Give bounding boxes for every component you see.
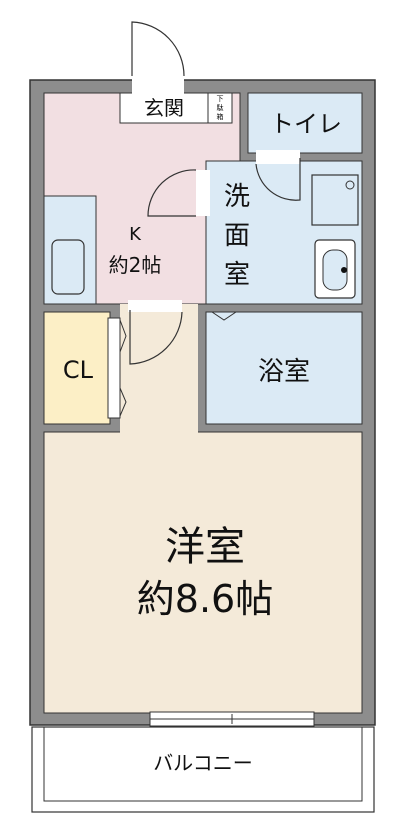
kitchen-sink-icon bbox=[51, 239, 85, 295]
toilet-door-icon bbox=[255, 158, 301, 201]
bath-door-icon bbox=[211, 311, 237, 321]
western-room-floor bbox=[43, 431, 363, 714]
entrance-door-icon bbox=[131, 21, 185, 77]
western-label-line2: 約8.6帖 bbox=[137, 577, 273, 621]
balcony-rail bbox=[43, 726, 363, 802]
hallway-floor bbox=[120, 304, 198, 434]
closet-door-icon bbox=[119, 319, 127, 417]
shoe-box-label-1: 下 bbox=[217, 95, 224, 103]
balcony-floor bbox=[31, 726, 375, 813]
senmenjo-door-icon bbox=[147, 169, 197, 217]
genkan-label: 玄関 bbox=[144, 96, 184, 120]
shoe-box-icon bbox=[207, 92, 233, 124]
hall-door-icon bbox=[129, 310, 183, 365]
senmenjo-label-1: 洗 bbox=[224, 182, 250, 212]
senmenjo-label-3: 室 bbox=[224, 260, 250, 290]
bath-label: 浴室 bbox=[258, 357, 310, 387]
toilet-label: トイレ bbox=[270, 110, 342, 138]
shoe-box-label-3: 箱 bbox=[217, 112, 224, 121]
washer-drain-icon bbox=[345, 180, 355, 190]
kitchen-label-line1: K bbox=[129, 224, 142, 245]
closet-floor bbox=[43, 311, 111, 425]
toilet-floor bbox=[247, 92, 363, 154]
closet-label: CL bbox=[63, 356, 94, 384]
bath-floor bbox=[205, 311, 363, 425]
kitchen-label-line2: 約2帖 bbox=[109, 253, 162, 277]
shoe-box-label-2: 駄 bbox=[217, 103, 224, 112]
senmenjo-label-2: 面 bbox=[224, 221, 250, 251]
balcony-label: バルコニー bbox=[153, 751, 253, 775]
genkan-label-box bbox=[119, 92, 209, 124]
western-label-line1: 洋室 bbox=[165, 524, 245, 570]
washer-pan-icon bbox=[311, 174, 359, 226]
